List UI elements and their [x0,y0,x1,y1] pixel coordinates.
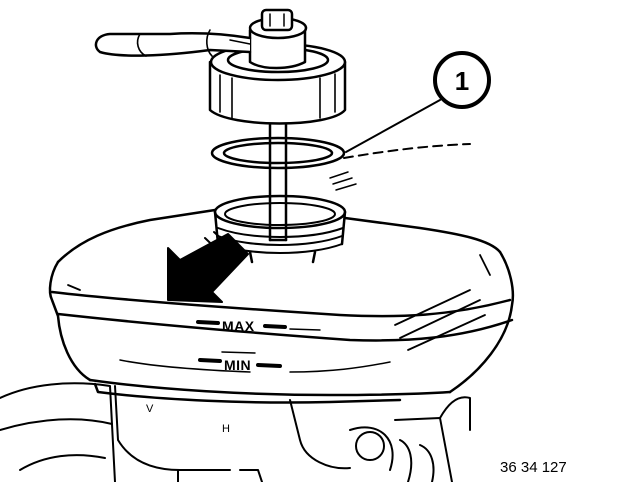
reservoir-cap [94,8,347,125]
min-overline [221,351,256,354]
min-label: MIN [224,357,251,373]
min-level-mark [198,358,282,368]
master-cylinder-body [0,382,471,482]
level-sensor-rod [268,103,288,242]
callout-leader [343,99,471,159]
chamber-label-rear: H [222,423,230,435]
figure-code: 36 34 127 [500,459,567,476]
chamber-label-front: V [146,403,154,415]
callout-number: 1 [455,66,469,96]
callout-1: 1 [433,51,491,109]
chamber-divider-lines [119,359,391,373]
sealing-ring [210,136,346,170]
reservoir-tank [48,208,515,404]
max-level-mark [196,320,321,331]
tank-surface-details [67,254,491,351]
max-label: MAX [222,318,255,334]
direction-arrow [167,231,249,303]
